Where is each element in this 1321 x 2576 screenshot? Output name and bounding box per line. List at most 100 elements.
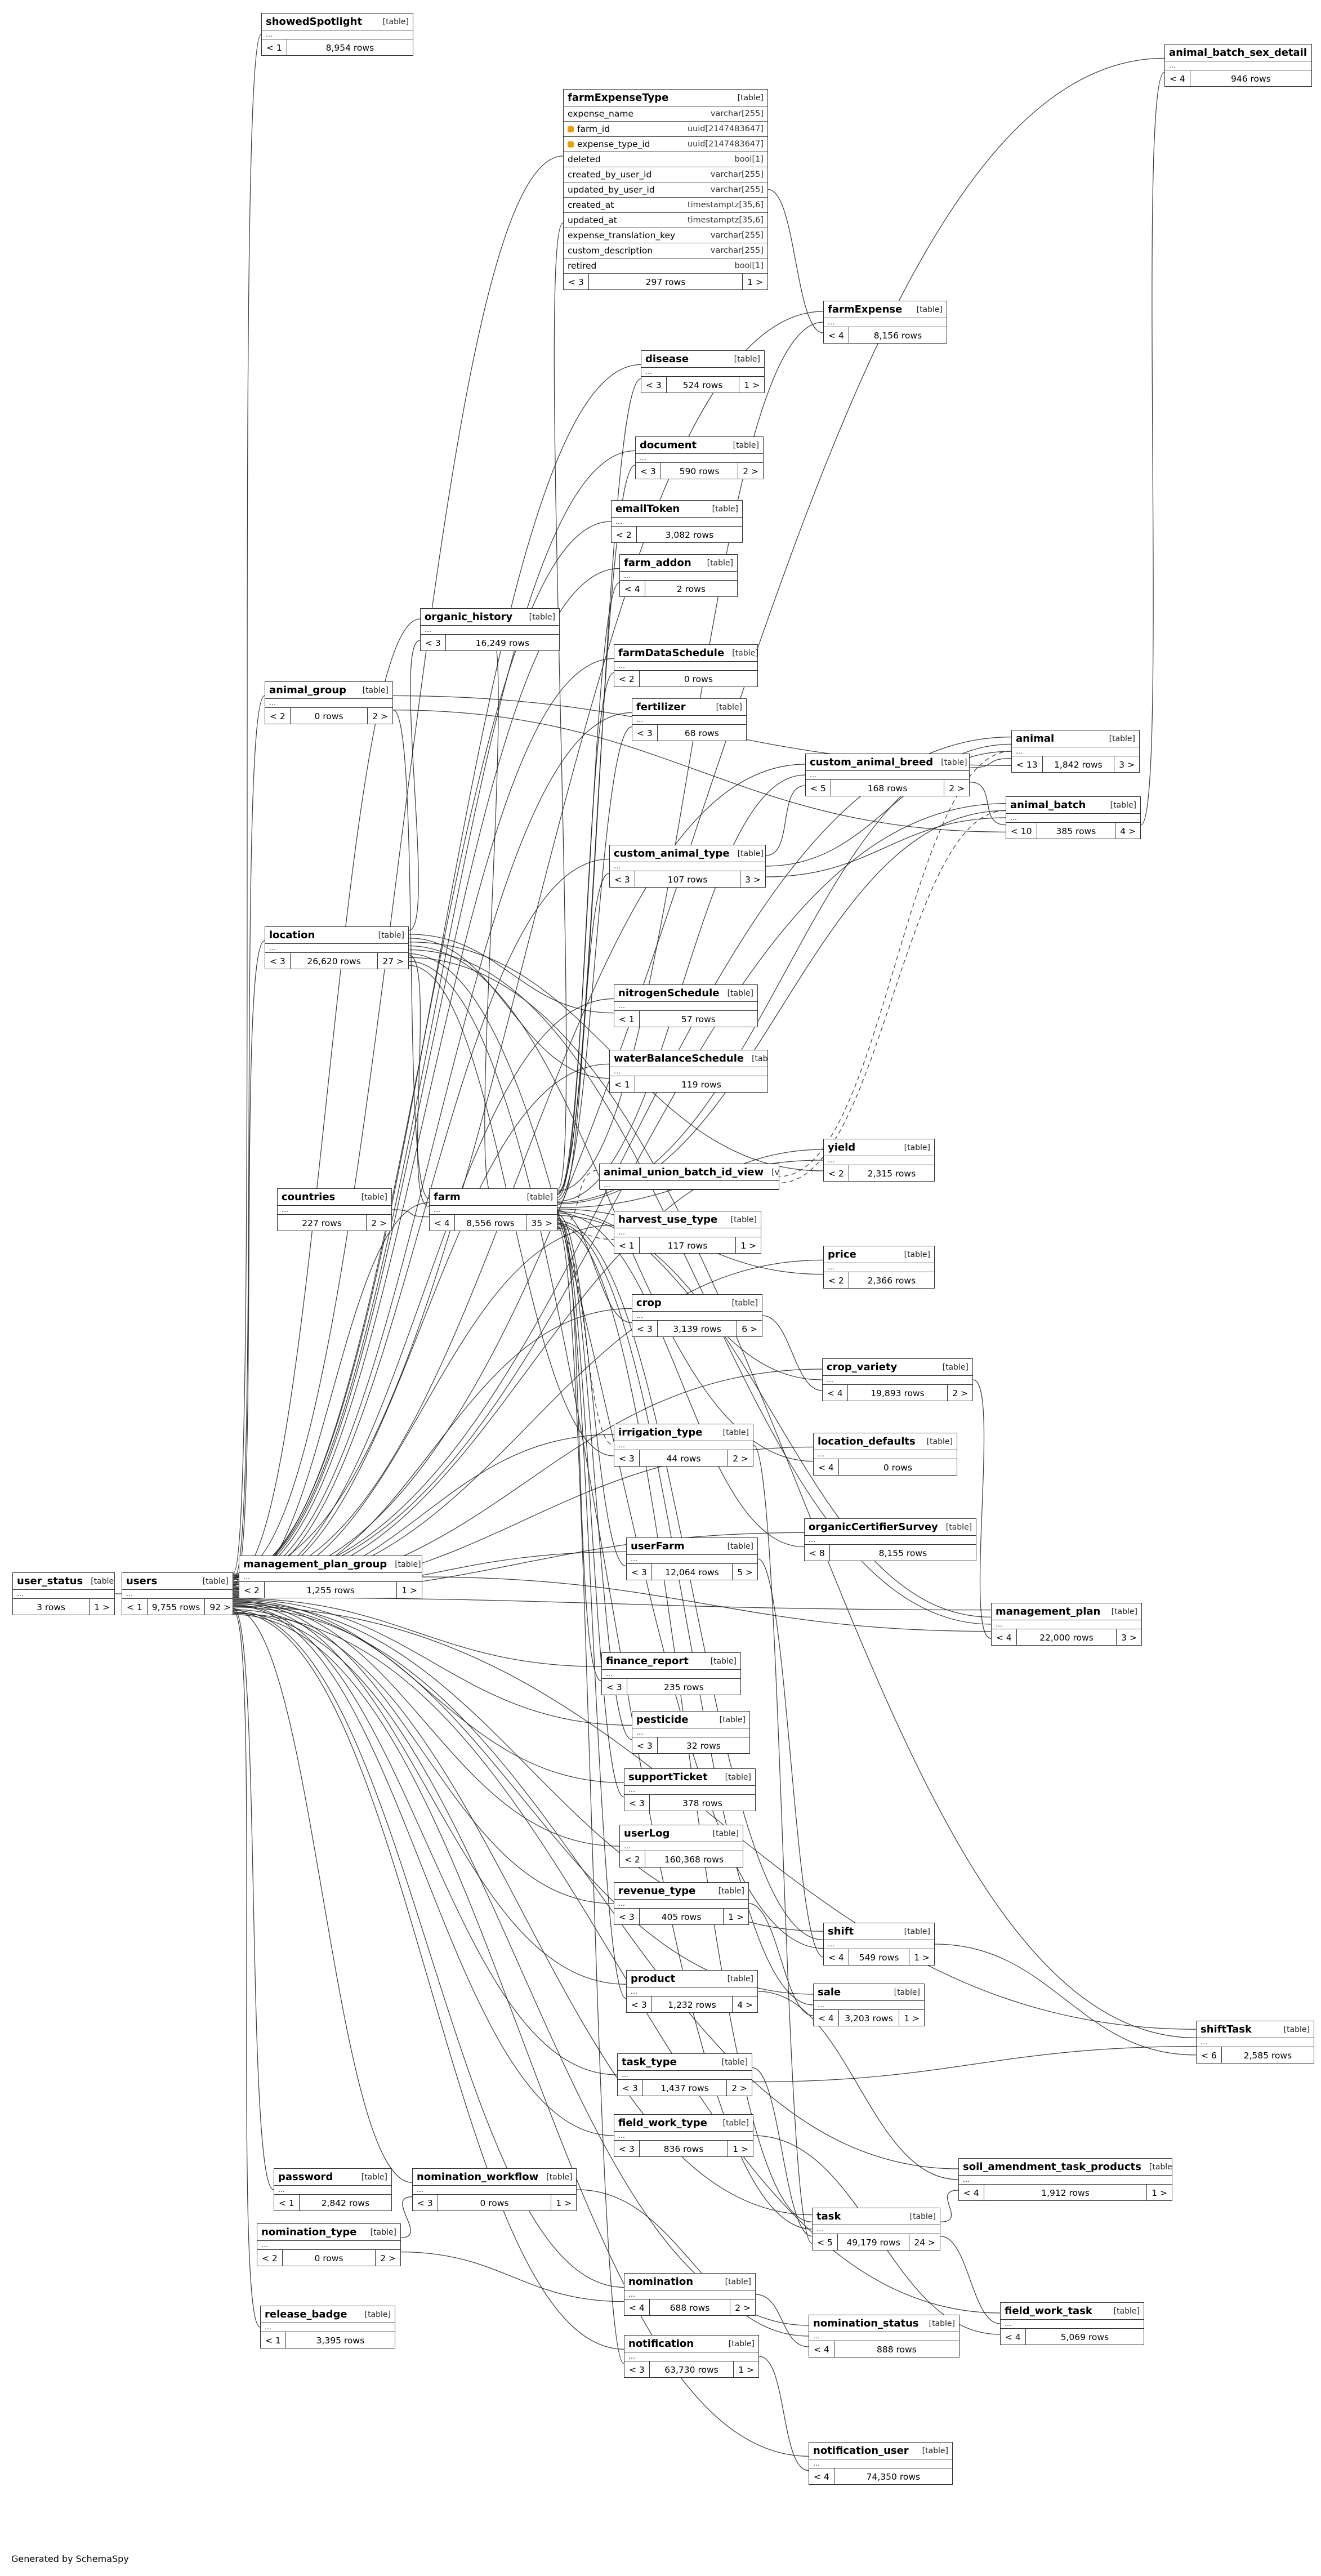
stat-rows: 68 rows <box>657 725 746 741</box>
stat-parents: < 2 <box>828 1168 844 1179</box>
table-name: task <box>816 2210 841 2222</box>
table-type-tag: [table] <box>722 2118 749 2128</box>
collapsed-columns-ellipsis: … <box>620 1842 743 1851</box>
table-type-tag: [table] <box>721 2057 748 2067</box>
stat-rows: 2,315 rows <box>848 1165 934 1182</box>
stat-parents: < 4 <box>818 1462 834 1473</box>
stat-parents: < 1 <box>619 1240 635 1251</box>
stat-children: 1 > <box>1146 2185 1172 2201</box>
table-name: price <box>828 1249 856 1260</box>
table-header: notification_user[table] <box>809 2443 952 2459</box>
stat-rows: 378 rows <box>649 1795 755 1811</box>
key-icon <box>568 141 574 148</box>
table-type-tag: [table] <box>731 1298 758 1308</box>
stat-parents: < 6 <box>1201 2050 1217 2061</box>
stat-children: 3 > <box>1116 1629 1141 1646</box>
collapsed-columns-ellipsis: … <box>636 454 763 463</box>
edge-users--custom_animal_type <box>233 858 610 1586</box>
stat-parents: < 3 <box>619 1453 635 1464</box>
edge-users--waterBalanceSchedule <box>233 1063 610 1588</box>
stat-children: 2 > <box>947 1385 972 1401</box>
table-node-soil_amendment_task_products[interactable]: soil_amendment_task_products[table]…< 41… <box>958 2158 1172 2201</box>
table-header: location[table] <box>265 927 408 944</box>
table-type-tag: [table] <box>725 1772 751 1782</box>
edge-nomination--nomination_status <box>755 2294 809 2347</box>
edge-users--nomination <box>233 1610 624 2288</box>
edge-notification--notification_user <box>758 2356 809 2471</box>
table-header: task[table] <box>813 2208 940 2225</box>
table-header: soil_amendment_task_products[table] <box>959 2159 1172 2176</box>
column-type: timestamptz[35,6] <box>687 200 764 210</box>
stat-parents: < 3 <box>568 277 584 287</box>
collapsed-columns-ellipsis: … <box>814 2001 924 2010</box>
edge-farm--product <box>557 1222 627 1999</box>
table-node-animal_union_batch_id_view[interactable]: animal_union_batch_id_view[view]… <box>599 1164 779 1190</box>
table-name: farm_addon <box>624 557 691 569</box>
